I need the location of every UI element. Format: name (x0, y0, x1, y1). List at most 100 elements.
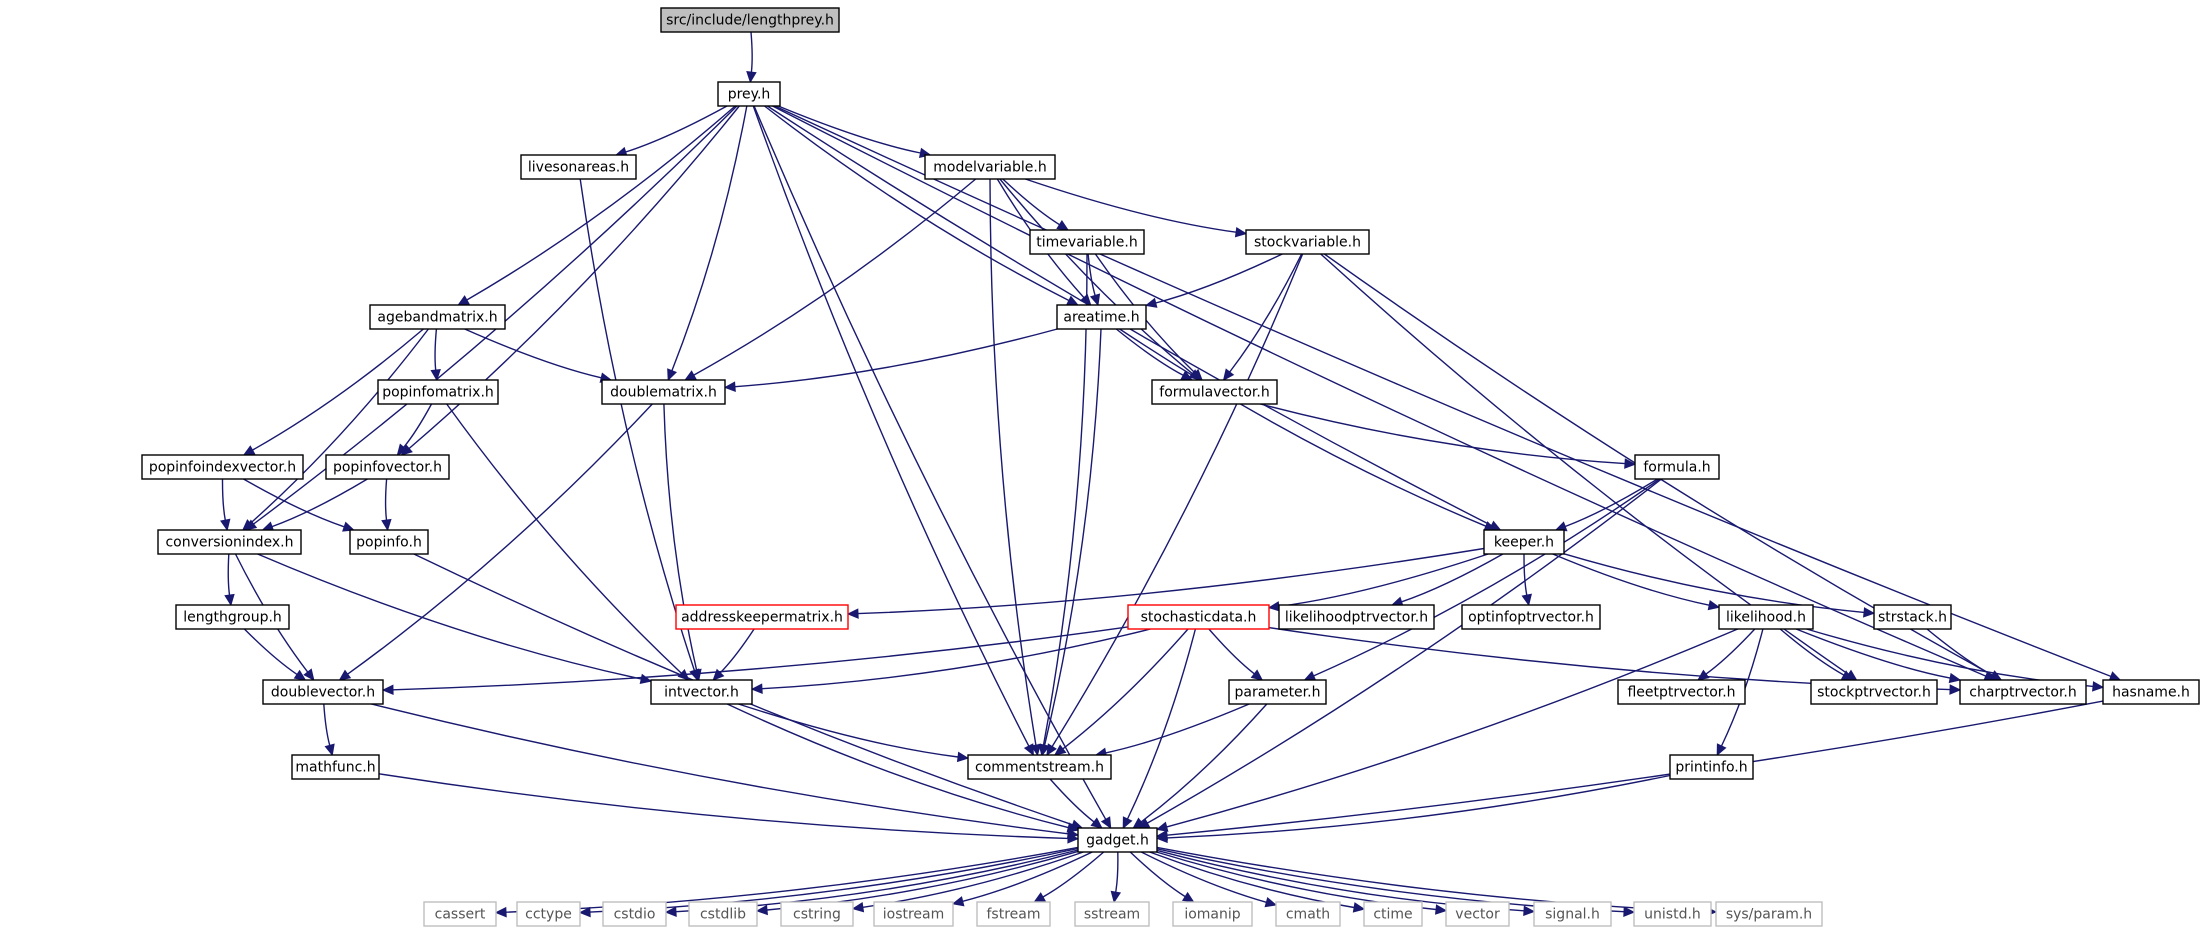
node-popinfoindexvector[interactable]: popinfoindexvector.h (141, 454, 304, 480)
node-popinfovector[interactable]: popinfovector.h (325, 454, 450, 480)
edge-stochasticdata-to-intvector (750, 628, 1151, 694)
edge-likelihood-to-fleetptrvector (1697, 628, 1756, 681)
node-stockvariable[interactable]: stockvariable.h (1245, 229, 1370, 255)
edge-prey-to-hasname (774, 105, 2122, 682)
node-label: likelihood.h (1726, 610, 1806, 626)
edge-arrowhead (1053, 744, 1067, 756)
node-modelvariable[interactable]: modelvariable.h (924, 154, 1056, 180)
edge-stockvariable-to-areatime (1144, 253, 1283, 308)
node-formula[interactable]: formula.h (1634, 454, 1720, 480)
edge-line (1229, 253, 1303, 373)
node-parameter[interactable]: parameter.h (1228, 679, 1327, 705)
node-box (1634, 454, 1720, 480)
node-label: vector (1455, 907, 1500, 923)
node-label: printinfo.h (1675, 760, 1747, 776)
edge-line (1156, 846, 1707, 913)
edge-line (772, 105, 1987, 677)
edge-doublematrix-to-intvector (663, 403, 702, 682)
node-likelihoodptrvector[interactable]: likelihoodptrvector.h (1278, 604, 1435, 630)
node-label: gadget.h (1086, 833, 1149, 849)
node-intvector[interactable]: intvector.h (650, 679, 753, 705)
node-box (650, 679, 753, 705)
edge-line (1155, 253, 1283, 304)
edge-stochasticdata-to-commentstream (1053, 628, 1189, 756)
node-timevariable[interactable]: timevariable.h (1029, 229, 1145, 255)
node-conversionindex[interactable]: conversionindex.h (157, 529, 302, 555)
node-areatime[interactable]: areatime.h (1056, 304, 1147, 330)
node-label: conversionindex.h (165, 535, 293, 551)
edge-arrowhead (951, 896, 965, 907)
node-box (1533, 901, 1612, 927)
node-fleetptrvector[interactable]: fleetptrvector.h (1617, 679, 1746, 705)
edge-arrowhead (667, 368, 678, 382)
edge-line (466, 105, 736, 301)
node-iostream: iostream (873, 901, 954, 927)
node-mathfunc[interactable]: mathfunc.h (291, 754, 380, 780)
edge-line (726, 703, 1069, 829)
node-box (157, 529, 302, 555)
node-commentstream[interactable]: commentstream.h (967, 754, 1112, 780)
node-box (1029, 229, 1145, 255)
edge-line (371, 703, 1069, 835)
edge-arrowhead (746, 71, 757, 84)
edge-printinfo-to-gadget (1155, 774, 1671, 844)
node-likelihood[interactable]: likelihood.h (1718, 604, 1814, 630)
edge-keeper-to-stochasticdata (1267, 553, 1489, 612)
node-addresskeepermatrix[interactable]: addresskeepermatrix.h (675, 604, 849, 630)
edge-arrowhead (430, 369, 441, 382)
node-fstream: fstream (976, 901, 1051, 927)
edge-likelihood-to-gadget (1155, 628, 1738, 832)
edge-prey-to-livesonareas (614, 105, 728, 157)
node-box (369, 304, 506, 330)
edges-layer (220, 31, 2122, 918)
edge-line (1523, 553, 1528, 596)
node-label: hasname.h (2112, 685, 2190, 701)
node-optinfoptrvector[interactable]: optinfoptrvector.h (1461, 604, 1601, 630)
node-iomanip: iomanip (1172, 901, 1253, 927)
edge-keeper-to-optinfoptrvector (1521, 553, 1532, 607)
node-ctime: ctime (1363, 901, 1423, 927)
node-box (1278, 604, 1435, 630)
node-stockptrvector[interactable]: stockptrvector.h (1810, 679, 1938, 705)
node-stochasticdata[interactable]: stochasticdata.h (1127, 604, 1270, 630)
node-prey[interactable]: prey.h (717, 81, 781, 107)
node-label: sstream (1084, 907, 1140, 923)
node-charptrvector[interactable]: charptrvector.h (1959, 679, 2087, 705)
edge-arrowhead (1033, 892, 1047, 903)
node-formulavector[interactable]: formulavector.h (1151, 379, 1278, 405)
node-box (520, 154, 637, 180)
node-strstack[interactable]: strstack.h (1873, 604, 1952, 630)
node-box (325, 454, 450, 480)
edge-line (734, 328, 1058, 388)
node-popinfomatrix[interactable]: popinfomatrix.h (377, 379, 499, 405)
node-label: cctype (525, 907, 572, 923)
node-label: fleetptrvector.h (1627, 685, 1735, 701)
edge-line (1563, 553, 1865, 614)
edge-popinfomatrix-to-intvector (446, 403, 690, 681)
node-doublematrix[interactable]: doublematrix.h (601, 379, 726, 405)
node-gadget[interactable]: gadget.h (1077, 827, 1158, 853)
node-popinfo[interactable]: popinfo.h (349, 529, 429, 555)
edge-line (227, 553, 231, 596)
node-label: agebandmatrix.h (377, 310, 497, 326)
node-agebandmatrix[interactable]: agebandmatrix.h (369, 304, 506, 330)
edge-arrowhead (1267, 601, 1281, 612)
node-root[interactable]: src/include/lengthprey.h (660, 7, 840, 33)
node-hasname[interactable]: hasname.h (2102, 679, 2200, 705)
edge-arrowhead (338, 669, 352, 681)
node-label: addresskeepermatrix.h (681, 610, 843, 626)
node-printinfo[interactable]: printinfo.h (1669, 754, 1754, 780)
edge-line (719, 628, 755, 674)
edge-arrowhead (303, 668, 315, 681)
edge-addresskeepermatrix-to-intvector (712, 628, 755, 681)
node-label: prey.h (728, 87, 771, 103)
node-box (1275, 901, 1341, 927)
node-box (1959, 679, 2087, 705)
node-livesonareas[interactable]: livesonareas.h (520, 154, 637, 180)
node-doublevector[interactable]: doublevector.h (262, 679, 384, 705)
edge-line (693, 178, 977, 376)
node-lengthgroup[interactable]: lengthgroup.h (175, 604, 290, 630)
edge-keeper-to-strstack (1563, 553, 1876, 618)
node-keeper[interactable]: keeper.h (1483, 529, 1565, 555)
node-box (1074, 901, 1150, 927)
